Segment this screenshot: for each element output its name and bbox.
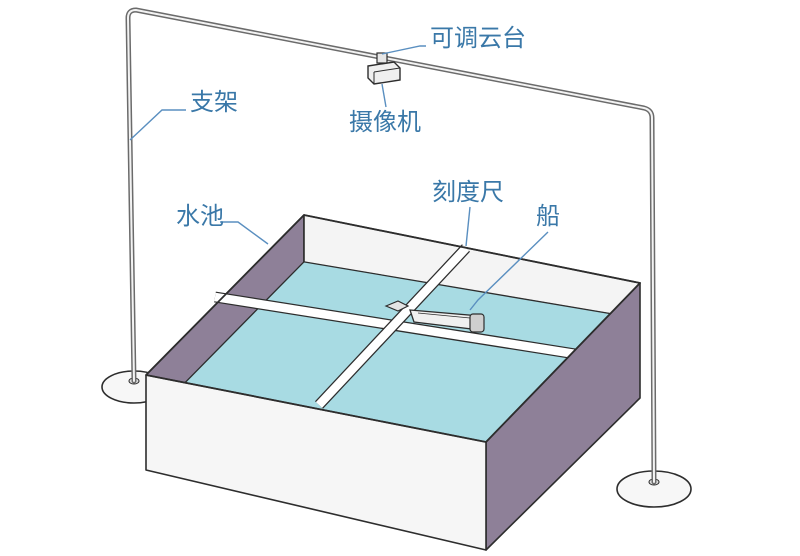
gimbal-mount xyxy=(376,52,388,64)
boat-hull-detail xyxy=(417,312,471,319)
frame-highlight xyxy=(127,9,655,483)
pool-leader xyxy=(220,221,269,245)
ruler-label: 刻度尺 xyxy=(432,178,504,206)
pool-label: 水池 xyxy=(176,202,224,230)
gimbal-label: 可调云台 xyxy=(430,24,526,52)
boat-leader xyxy=(469,231,549,311)
ruler-long xyxy=(214,292,589,361)
frame-structure xyxy=(101,7,692,508)
frame-label: 支架 xyxy=(190,88,238,116)
tank-top-rim xyxy=(145,214,641,443)
gimbal-leader xyxy=(381,45,426,55)
boat-bow xyxy=(384,300,410,312)
camera-edge xyxy=(373,67,401,73)
camera-label: 摄像机 xyxy=(349,108,421,136)
boat-stern xyxy=(469,313,485,333)
camera-body xyxy=(367,61,401,85)
leader-lines xyxy=(129,45,549,311)
water-tank xyxy=(145,214,641,551)
boat-icon xyxy=(384,300,485,333)
labels: 可调云台 支架 摄像机 水池 刻度尺 船 xyxy=(176,24,560,230)
frame-leader xyxy=(129,109,186,141)
ruler-cross xyxy=(315,245,470,408)
camera-icon xyxy=(367,52,401,85)
ruler-leader xyxy=(465,206,471,247)
boat-label: 船 xyxy=(536,202,560,230)
camera-leader xyxy=(381,83,387,108)
